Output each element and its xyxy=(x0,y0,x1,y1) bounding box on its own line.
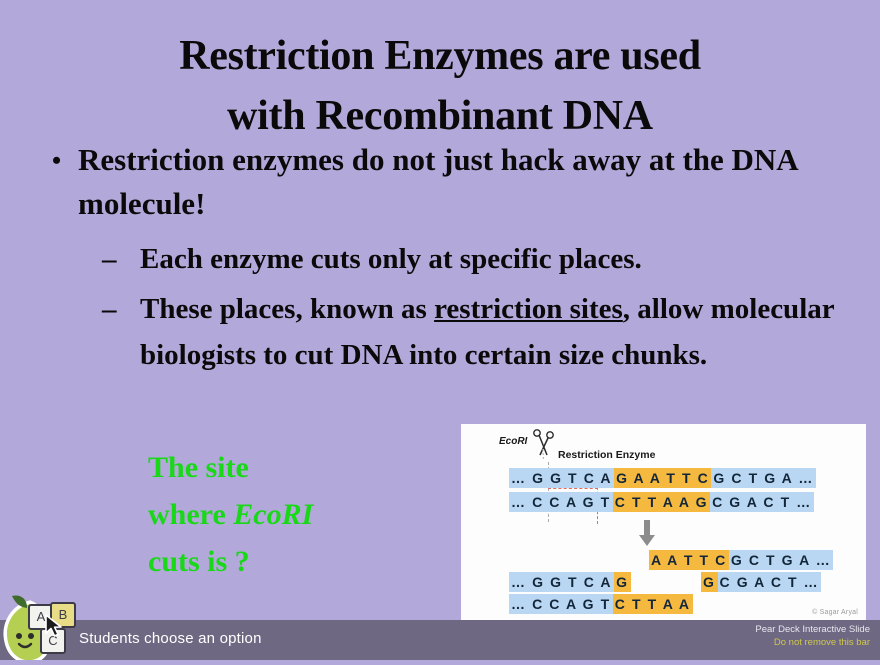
result-bottom-right-site: G xyxy=(701,572,718,592)
question-line-2-pre: where xyxy=(148,498,234,531)
bottom-strand-site: C T T A A G xyxy=(612,492,711,512)
slide-body: • Restriction enzymes do not just hack a… xyxy=(52,138,842,378)
result-top-left-rest: … G G T C A xyxy=(509,572,615,592)
question-line-1: The site xyxy=(148,451,249,484)
top-strand-right: G C T G A … xyxy=(711,468,816,488)
top-strand-left: … G G T C A xyxy=(509,468,615,488)
question-line-2: where EcoRI xyxy=(148,491,448,538)
title-line-1: Restriction Enzymes are used xyxy=(179,33,701,79)
peardeck-mascot-group: A B C xyxy=(0,592,78,664)
down-arrow-icon xyxy=(639,520,655,546)
diagram-credit: © Sagar Aryal xyxy=(812,609,858,616)
result-bottom-left-site: C T T A A xyxy=(612,594,693,614)
mouse-cursor-icon xyxy=(45,614,62,637)
diagram-restriction-enzyme-label: Restriction Enzyme xyxy=(558,449,656,461)
bottom-strand-left: … C C A G T xyxy=(509,492,613,512)
peardeck-brand-line-2: Do not remove this bar xyxy=(773,637,870,648)
bottom-strand-right: C G A C T … xyxy=(710,492,814,512)
peardeck-brand-line-1: Pear Deck Interactive Slide xyxy=(755,624,870,635)
result-top-right-rest: G C T G A … xyxy=(728,550,834,570)
bullet-marker-icon: • xyxy=(52,146,62,175)
bullet-sub-2-label: These places, known as restriction sites… xyxy=(140,286,842,378)
top-strand-site: G A A T T C xyxy=(614,468,712,488)
choice-card-b[interactable]: B xyxy=(50,602,76,628)
bullet-sub-1-label: Each enzyme cuts only at specific places… xyxy=(140,243,642,275)
result-bottom-left-rest: … C C A G T xyxy=(509,594,613,614)
question-prompt: The site where EcoRI cuts is ? xyxy=(148,444,448,585)
bullet-sub-2: – These places, known as restriction sit… xyxy=(52,286,842,378)
sub2-pre: These places, known as xyxy=(140,293,435,325)
peardeck-branding: Pear Deck Interactive Slide Do not remov… xyxy=(755,623,870,649)
sub2-post: , allow molecular biologists to cut DNA … xyxy=(140,293,835,371)
title-line-2: with Recombinant DNA xyxy=(227,93,653,139)
dash-marker-icon-2: – xyxy=(102,293,117,325)
peardeck-status-text: Students choose an option xyxy=(79,630,262,647)
peardeck-bar: Students choose an option Pear Deck Inte… xyxy=(0,620,880,660)
bullet-main-label: Restriction enzymes do not just hack awa… xyxy=(78,142,797,221)
bullet-sub-1: – Each enzyme cuts only at specific plac… xyxy=(52,236,842,282)
question-line-3: cuts is ? xyxy=(148,545,250,578)
page-title: Restriction Enzymes are used with Recomb… xyxy=(0,26,880,146)
cut-line-horizontal xyxy=(548,488,598,489)
ecori-italic-label: EcoRI xyxy=(233,498,314,531)
diagram-ecori-label: EcoRI xyxy=(499,436,528,447)
bullet-main: • Restriction enzymes do not just hack a… xyxy=(52,138,842,226)
result-bottom-right-rest: C G A C T … xyxy=(717,572,822,592)
scissors-icon xyxy=(533,429,554,461)
restriction-sites-term: restriction sites xyxy=(434,293,623,325)
result-top-left-site: G xyxy=(614,572,631,592)
dash-marker-icon: – xyxy=(102,243,117,275)
result-top-right-site: A A T T C xyxy=(649,550,729,570)
